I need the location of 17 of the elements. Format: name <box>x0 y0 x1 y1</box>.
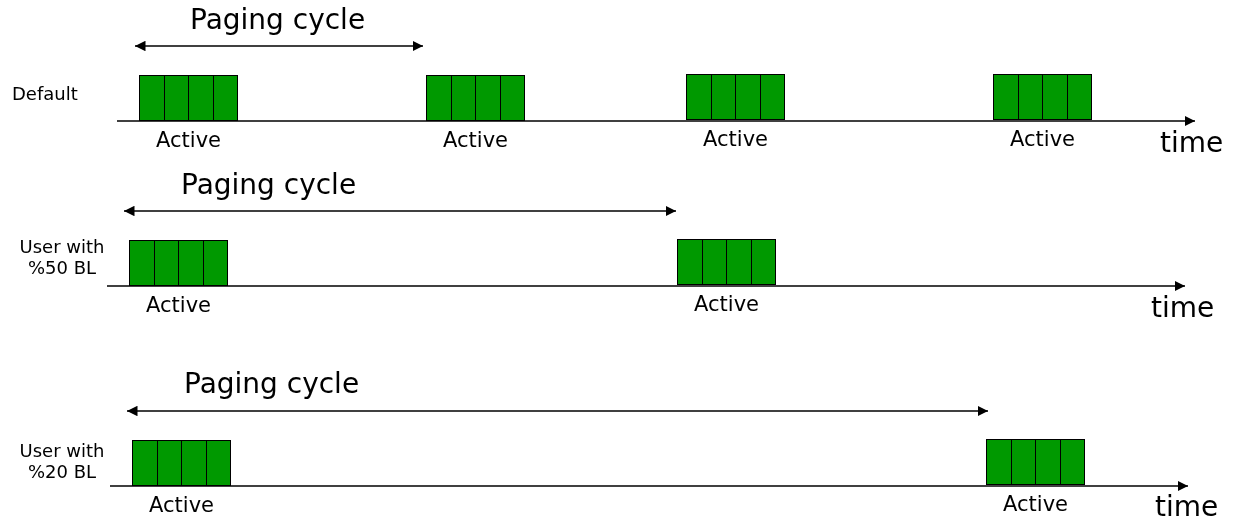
axis-label: time <box>1160 127 1224 160</box>
slot-label: Active <box>1003 492 1068 516</box>
slot-label: Active <box>443 128 508 152</box>
axis-label: time <box>1155 491 1219 524</box>
slot-label: Active <box>156 128 221 152</box>
dimension-label: Paging cycle <box>190 4 366 37</box>
slot-label: Active <box>146 293 211 317</box>
row-label: User with %50 BL <box>18 237 106 279</box>
slot-label: Active <box>149 493 214 517</box>
axis-label: time <box>1151 292 1215 325</box>
slot-label: Active <box>703 127 768 151</box>
dimension-label: Paging cycle <box>184 368 360 401</box>
slot-label: Active <box>694 292 759 316</box>
row-label: Default <box>12 84 78 105</box>
dimension-label: Paging cycle <box>181 169 357 202</box>
slot-label: Active <box>1010 127 1075 151</box>
row-label: User with %20 BL <box>18 441 106 483</box>
